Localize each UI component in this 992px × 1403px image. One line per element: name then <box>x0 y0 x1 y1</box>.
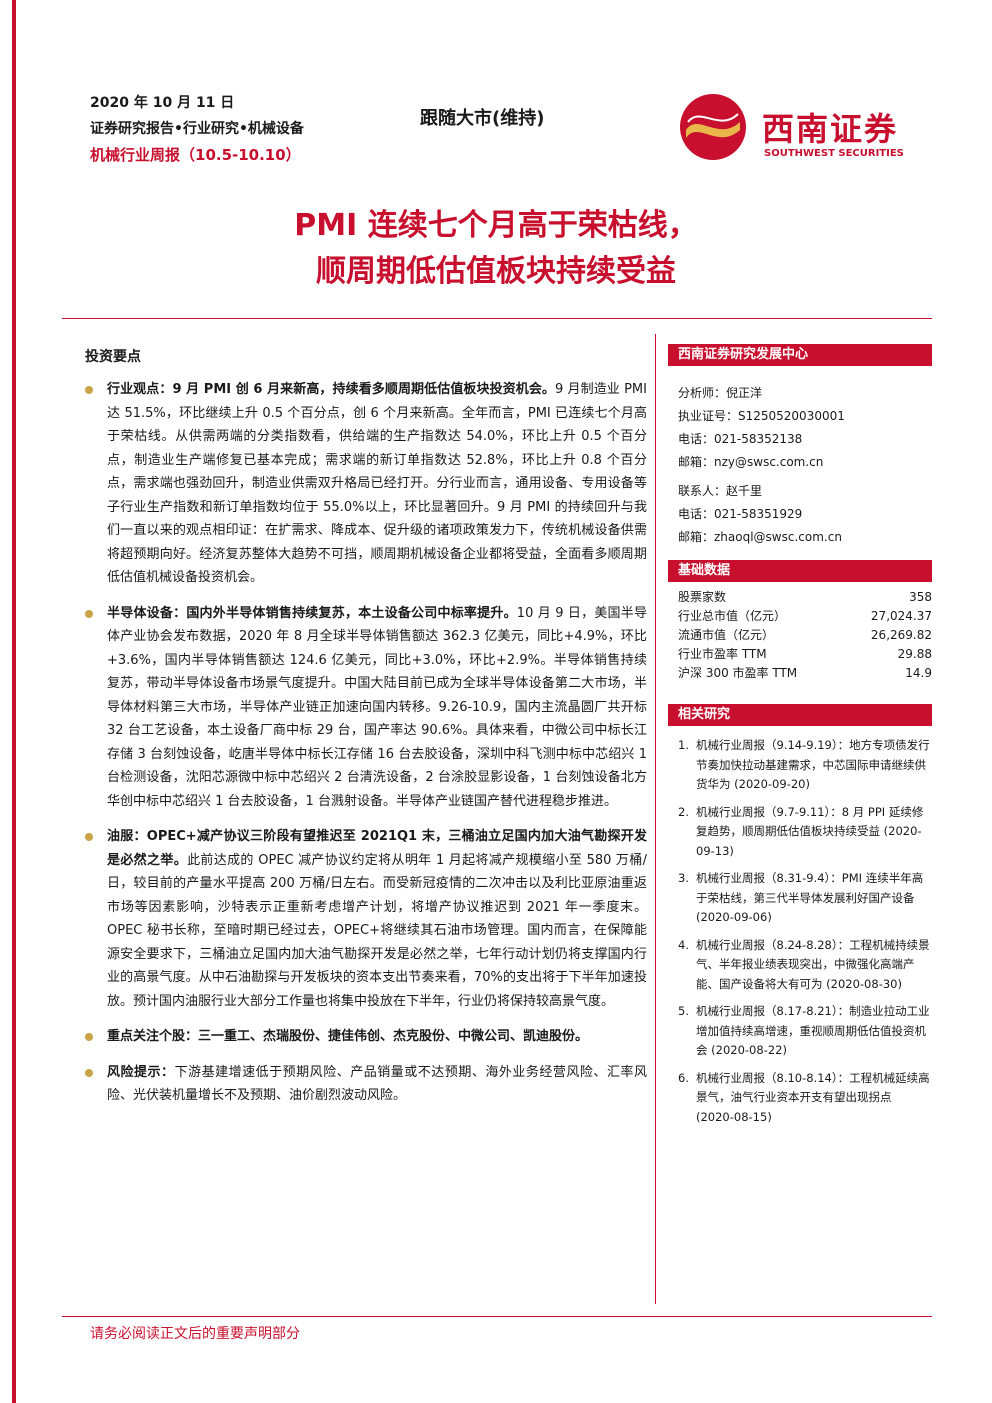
bullet-risk: 风险提示：下游基建增速低于预期风险、产品销量或不达预期、海外业务经营风险、汇率风… <box>85 1061 647 1108</box>
basic-data-table: 股票家数 358 行业总市值（亿元） 27,024.37 流通市值（亿元） 26… <box>678 588 932 683</box>
logo-text-cn: 西南证券 <box>762 110 899 148</box>
related-text: 机械行业周报（8.31-9.4）：PMI 连续半年高于荣枯线，第三代半导体发展利… <box>696 871 924 905</box>
bullet-body: 10 月 9 日，美国半导体产业协会发布数据，2020 年 8 月全球半导体销售… <box>107 605 647 809</box>
kv-value: 29.88 <box>897 647 932 661</box>
related-list: 1. 机械行业周报（9.14-9.19）：地方专项债发行节奏加快拉动基建需求，中… <box>668 736 932 1127</box>
related-research-panel: 相关研究 1. 机械行业周报（9.14-9.19）：地方专项债发行节奏加快拉动基… <box>668 704 932 1135</box>
related-date: (2020-09-06) <box>696 910 772 924</box>
kv-value: 26,269.82 <box>870 628 932 642</box>
table-row: 行业市盈率 TTM 29.88 <box>678 645 932 664</box>
related-date: (2020-09-20) <box>734 777 810 791</box>
kv-label: 流通市值（亿元） <box>678 628 775 642</box>
list-item[interactable]: 2. 机械行业周报（9.7-9.11）：8 月 PPI 延续修复趋势，顺周期低估… <box>668 803 932 862</box>
top-divider <box>62 318 932 319</box>
bullet-lead: 油服：OPEC+减产协议三阶段有望推迟至 2021Q1 末，三桶油立足国内加大油… <box>107 829 647 868</box>
analyst-phone: 电话：021-58352138 <box>678 432 803 446</box>
contact-phone: 电话：021-58351929 <box>678 507 803 521</box>
report-title-line1: PMI 连续七个月高于荣枯线， <box>294 208 698 243</box>
bullet-body: 9 月制造业 PMI 达 51.5%，环比继续上升 0.5 个百分点，创 6 个… <box>107 382 647 585</box>
bullet-lead: 行业观点：9 月 PMI 创 6 月来新高，持续看多顺周期低估值板块投资机会。 <box>107 382 556 397</box>
related-num: 4. <box>678 937 689 952</box>
analyst-name: 分析师：倪正洋 <box>678 386 763 400</box>
related-num: 2. <box>678 804 689 819</box>
related-date: (2020-08-15) <box>696 1109 772 1124</box>
table-row: 行业总市值（亿元） 27,024.37 <box>678 607 932 626</box>
bullet-industry-view: 行业观点：9 月 PMI 创 6 月来新高，持续看多顺周期低估值板块投资机会。9… <box>85 378 647 590</box>
table-row: 流通市值（亿元） 26,269.82 <box>678 626 932 645</box>
sidebar-center-header: 西南证券研究发展中心 <box>668 344 932 366</box>
report-type: 证券研究报告•行业研究•机械设备 <box>90 121 304 137</box>
related-date: (2020-08-22) <box>711 1043 787 1057</box>
related-title: 相关研究 <box>668 704 932 726</box>
bullet-dot-icon <box>85 386 93 394</box>
related-num: 1. <box>678 738 689 752</box>
report-title-line2: 顺周期低估值板块持续受益 <box>316 254 676 289</box>
bullet-oil-service: 油服：OPEC+减产协议三阶段有望推迟至 2021Q1 末，三桶油立足国内加大油… <box>85 825 647 1013</box>
related-text: 机械行业周报（8.17-8.21）：制造业拉动工业增加值持续高增速，重视顺周期低… <box>696 1004 930 1057</box>
related-num: 6. <box>678 1070 689 1085</box>
bullet-dot-icon <box>85 609 93 618</box>
list-item[interactable]: 1. 机械行业周报（9.14-9.19）：地方专项债发行节奏加快拉动基建需求，中… <box>668 736 932 795</box>
table-row: 沪深 300 市盈率 TTM 14.9 <box>678 664 932 683</box>
bullet-key-stocks: 重点关注个股：三一重工、杰瑞股份、捷佳伟创、杰克股份、中微公司、凯迪股份。 <box>85 1025 647 1049</box>
basic-data-panel: 基础数据 股票家数 358 行业总市值（亿元） 27,024.37 流通市值（亿… <box>668 560 932 683</box>
bullet-lead: 风险提示： <box>107 1064 175 1080</box>
related-date: (2020-08-30) <box>826 976 902 991</box>
report-date: 2020 年 10 月 11 日 <box>90 95 235 111</box>
analyst-email: 邮箱：nzy@swsc.com.cn <box>678 455 824 469</box>
bullet-semiconductor: 半导体设备：国内外半导体销售持续复苏，本土设备公司中标率提升。10 月 9 日，… <box>85 602 647 814</box>
logo-mark-icon <box>680 94 746 160</box>
related-date: (2020-09-13) <box>696 824 922 858</box>
logo-text-en: SOUTHWEST SECURITIES <box>764 148 904 159</box>
contact-name: 联系人：赵千里 <box>678 484 763 498</box>
bullet-lead: 重点关注个股：三一重工、杰瑞股份、捷佳伟创、杰克股份、中微公司、凯迪股份。 <box>107 1029 589 1044</box>
list-item[interactable]: 5. 机械行业周报（8.17-8.21）：制造业拉动工业增加值持续高增速，重视顺… <box>668 1002 932 1061</box>
kv-label: 沪深 300 市盈率 TTM <box>678 666 798 680</box>
related-text: 机械行业周报（9.14-9.19）：地方专项债发行节奏加快拉动基建需求，中芯国际… <box>696 738 930 791</box>
section-heading: 投资要点 <box>85 349 141 365</box>
investment-highlights: 投资要点 行业观点：9 月 PMI 创 6 月来新高，持续看多顺周期低估值板块投… <box>85 346 647 1120</box>
left-accent-bar <box>12 0 16 1403</box>
bullet-dot-icon <box>85 833 93 841</box>
kv-value: 358 <box>909 590 932 604</box>
bullet-dot-icon <box>85 1068 93 1077</box>
kv-label: 股票家数 <box>678 590 727 604</box>
basic-data-title: 基础数据 <box>668 560 932 582</box>
column-divider <box>655 334 656 1304</box>
kv-value: 27,024.37 <box>870 609 932 623</box>
analyst-cert: 执业证号：S1250520030001 <box>678 409 845 423</box>
kv-label: 行业总市值（亿元） <box>678 609 787 623</box>
table-row: 股票家数 358 <box>678 588 932 607</box>
report-weekly-range: 机械行业周报（10.5-10.10） <box>90 146 301 164</box>
list-item[interactable]: 4. 机械行业周报（8.24-8.28）：工程机械持续景气、半年报业绩表现突出，… <box>668 936 932 995</box>
related-text: 机械行业周报（9.7-9.11）：8 月 PPI 延续修复趋势，顺周期低估值板块… <box>696 804 924 839</box>
related-text: 机械行业周报（8.24-8.28）：工程机械持续景气、半年报业绩表现突出，中微强… <box>696 937 930 991</box>
kv-value: 14.9 <box>905 666 932 680</box>
analyst-info: 分析师：倪正洋 执业证号：S1250520030001 电话：021-58352… <box>668 382 932 549</box>
bottom-divider <box>62 1316 932 1317</box>
related-num: 3. <box>678 871 689 885</box>
list-item[interactable]: 6. 机械行业周报（8.10-8.14）：工程机械延续高景气，油气行业资本开支有… <box>668 1069 932 1128</box>
bullet-dot-icon <box>85 1033 93 1041</box>
bullet-body: 下游基建增速低于预期风险、产品销量或不达预期、海外业务经营风险、汇率风险、光伏装… <box>107 1064 647 1104</box>
center-title: 西南证券研究发展中心 <box>668 344 932 366</box>
kv-label: 行业市盈率 TTM <box>678 647 767 661</box>
rating: 跟随大市(维持) <box>420 108 545 129</box>
bullet-lead: 半导体设备：国内外半导体销售持续复苏，本土设备公司中标率提升。 <box>107 605 517 621</box>
contact-email: 邮箱：zhaoql@swsc.com.cn <box>678 530 842 544</box>
footer-disclaimer: 请务必阅读正文后的重要声明部分 <box>90 1326 300 1342</box>
list-item[interactable]: 3. 机械行业周报（8.31-9.4）：PMI 连续半年高于荣枯线，第三代半导体… <box>668 869 932 928</box>
related-text: 机械行业周报（8.10-8.14）：工程机械延续高景气，油气行业资本开支有望出现… <box>696 1070 930 1105</box>
related-num: 5. <box>678 1004 689 1018</box>
bullet-body: 此前达成的 OPEC 减产协议约定将从明年 1 月起将减产规模缩小至 580 万… <box>107 852 647 1009</box>
